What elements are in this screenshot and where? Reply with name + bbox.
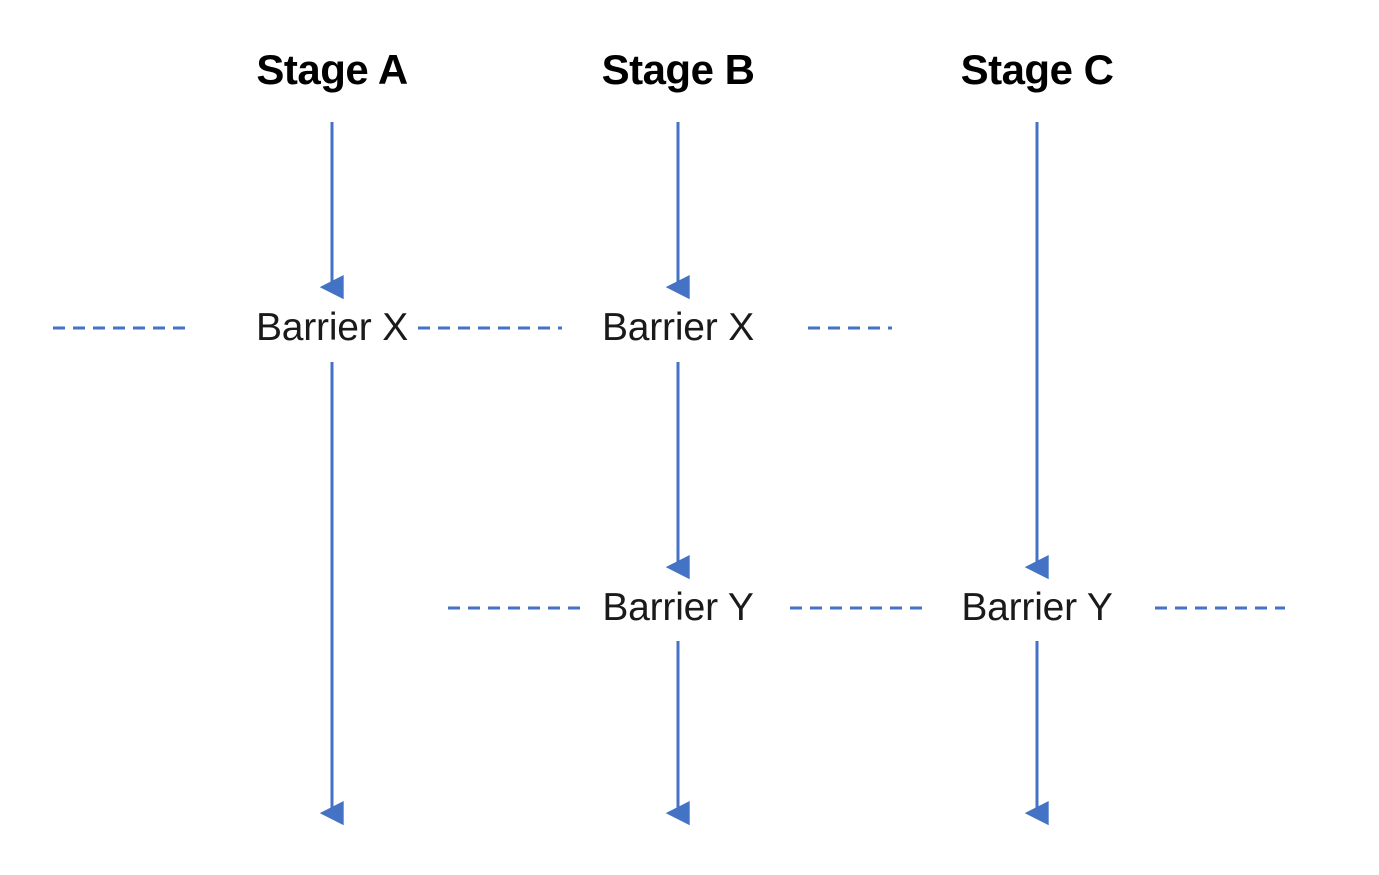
stage-label-c: Stage C [960,46,1114,93]
dashed-connector-group [53,326,1285,610]
barrier-label-y-stage-c: Barrier Y [953,586,1121,630]
barrier-label-x-stage-b: Barrier X [593,306,763,350]
barrier-label-y-stage-b: Barrier Y [594,586,762,630]
stage-label-b: Stage B [601,46,755,93]
stage-label-a: Stage A [256,46,408,93]
barrier-label-x-stage-a: Barrier X [247,306,417,350]
arrow-group [319,122,1049,826]
